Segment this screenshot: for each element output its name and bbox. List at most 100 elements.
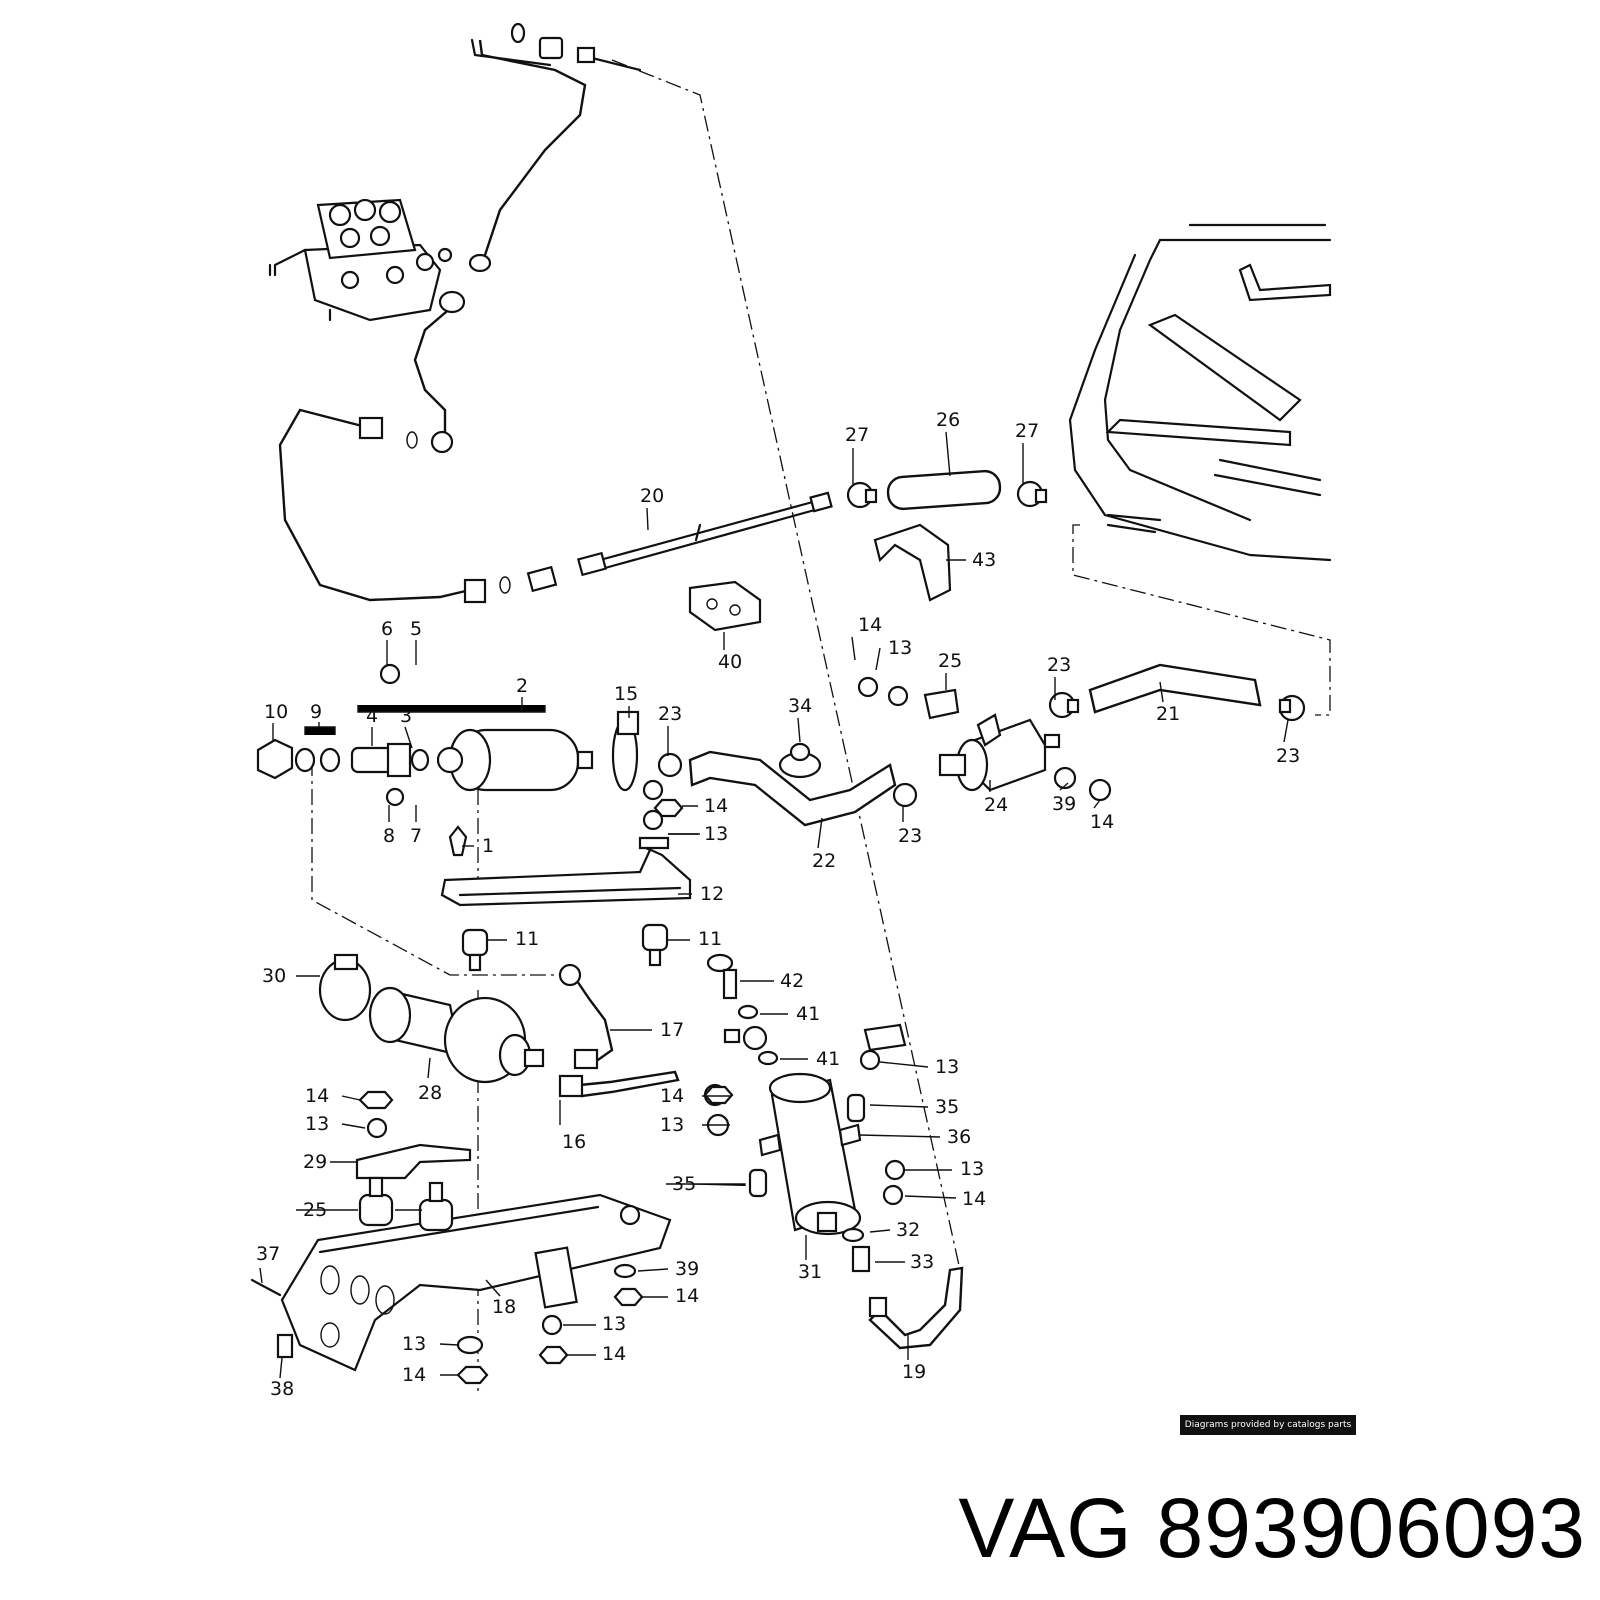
callout-34: 34 — [788, 695, 812, 717]
callout-39b: 39 — [675, 1258, 699, 1280]
callout-23a: 23 — [658, 703, 682, 725]
callout-6: 6 — [381, 618, 393, 640]
callout-14c: 14 — [1090, 811, 1114, 833]
callout-41b: 41 — [816, 1048, 840, 1070]
callout-23c: 23 — [1047, 654, 1071, 676]
callout-14a: 14 — [704, 795, 728, 817]
callout-37: 37 — [256, 1243, 280, 1265]
fuel-pump-2 — [256, 663, 594, 807]
callout-23b: 23 — [898, 825, 922, 847]
callout-20: 20 — [640, 485, 664, 507]
callout-23d: 23 — [1276, 745, 1300, 767]
callout-9: 9 — [310, 701, 322, 723]
clamp-15 — [611, 710, 640, 792]
fuel-filter-24 — [857, 676, 1112, 802]
callout-labels: 1 2 3 4 5 6 7 8 9 10 11 11 12 13 13 13 1… — [256, 409, 1300, 1400]
callout-13c: 13 — [935, 1056, 959, 1078]
callout-13h: 13 — [602, 1313, 626, 1335]
callout-29: 29 — [303, 1151, 327, 1173]
callout-27b: 27 — [1015, 420, 1039, 442]
guide-line-tank — [1072, 524, 1331, 716]
callout-13f: 13 — [305, 1113, 329, 1135]
callout-13e: 13 — [660, 1114, 684, 1136]
callout-16: 16 — [562, 1131, 586, 1153]
callout-17: 17 — [660, 1019, 684, 1041]
hose-21 — [1048, 663, 1306, 722]
line-17 — [558, 963, 614, 1070]
callout-22: 22 — [812, 850, 836, 872]
hose-19 — [868, 1266, 964, 1350]
callout-12: 12 — [700, 883, 724, 905]
callout-40: 40 — [718, 651, 742, 673]
mount-11 — [461, 923, 669, 972]
callout-11a: 11 — [515, 928, 539, 950]
callout-5: 5 — [410, 618, 422, 640]
callout-33: 33 — [910, 1251, 934, 1273]
callout-1: 1 — [482, 835, 494, 857]
callout-7: 7 — [410, 825, 422, 847]
fuel-line-20 — [526, 491, 833, 593]
callout-14h: 14 — [602, 1343, 626, 1365]
callout-21: 21 — [1156, 703, 1180, 725]
carrier-18 — [280, 1193, 672, 1372]
callout-14g: 14 — [675, 1285, 699, 1307]
guide-line-left — [311, 760, 575, 976]
fuel-pump-28 — [318, 953, 545, 1084]
hose-26 — [846, 469, 1048, 511]
brand-name: VAG — [958, 1481, 1133, 1575]
callout-13b: 13 — [888, 637, 912, 659]
bracket-cap-1 — [448, 825, 468, 857]
bracket-29 — [355, 1143, 472, 1232]
callout-14f: 14 — [305, 1085, 329, 1107]
callout-18: 18 — [492, 1296, 516, 1318]
callout-19: 19 — [902, 1361, 926, 1383]
bracket-43 — [873, 523, 952, 602]
callout-35a: 35 — [935, 1096, 959, 1118]
line-16 — [558, 1070, 680, 1098]
hose-22 — [688, 750, 897, 827]
filter-31 — [703, 1023, 907, 1273]
callout-25a: 25 — [938, 650, 962, 672]
callout-31: 31 — [798, 1261, 822, 1283]
leader-lines — [259, 431, 1289, 1379]
callout-13d: 13 — [960, 1158, 984, 1180]
clip-34 — [778, 742, 822, 779]
fuel-tank — [1068, 223, 1332, 562]
return-fuel-line — [278, 290, 511, 604]
banjo-42 — [706, 953, 779, 1066]
callout-24: 24 — [984, 794, 1008, 816]
callout-32: 32 — [896, 1219, 920, 1241]
callout-15: 15 — [614, 683, 638, 705]
credit-badge: Diagrams provided by catalogs parts — [1180, 1415, 1356, 1435]
callout-14d: 14 — [962, 1188, 986, 1210]
callout-30: 30 — [262, 965, 286, 987]
callout-2: 2 — [516, 675, 528, 697]
callout-13g: 13 — [402, 1333, 426, 1355]
callout-28: 28 — [418, 1082, 442, 1104]
fuel-distributor — [268, 198, 453, 322]
callout-14i: 14 — [402, 1364, 426, 1386]
callout-27a: 27 — [845, 424, 869, 446]
callout-42: 42 — [780, 970, 804, 992]
hardware-small — [250, 798, 734, 1385]
guide-line-main — [611, 59, 961, 1271]
fitting-33 — [868, 1296, 888, 1318]
grommet-40 — [688, 580, 762, 632]
callout-11b: 11 — [698, 928, 722, 950]
clip-23-left — [657, 752, 918, 808]
callout-10: 10 — [264, 701, 288, 723]
callout-26: 26 — [936, 409, 960, 431]
callout-14e: 14 — [660, 1085, 684, 1107]
callout-8: 8 — [383, 825, 395, 847]
callout-38: 38 — [270, 1378, 294, 1400]
top-fuel-line — [468, 22, 642, 273]
part-number: 893906093 — [1156, 1481, 1586, 1575]
callout-36: 36 — [947, 1126, 971, 1148]
callout-39a: 39 — [1052, 793, 1076, 815]
callout-14b: 14 — [858, 614, 882, 636]
bracket-12 — [440, 779, 692, 907]
callout-41a: 41 — [796, 1003, 820, 1025]
callout-13a: 13 — [704, 823, 728, 845]
